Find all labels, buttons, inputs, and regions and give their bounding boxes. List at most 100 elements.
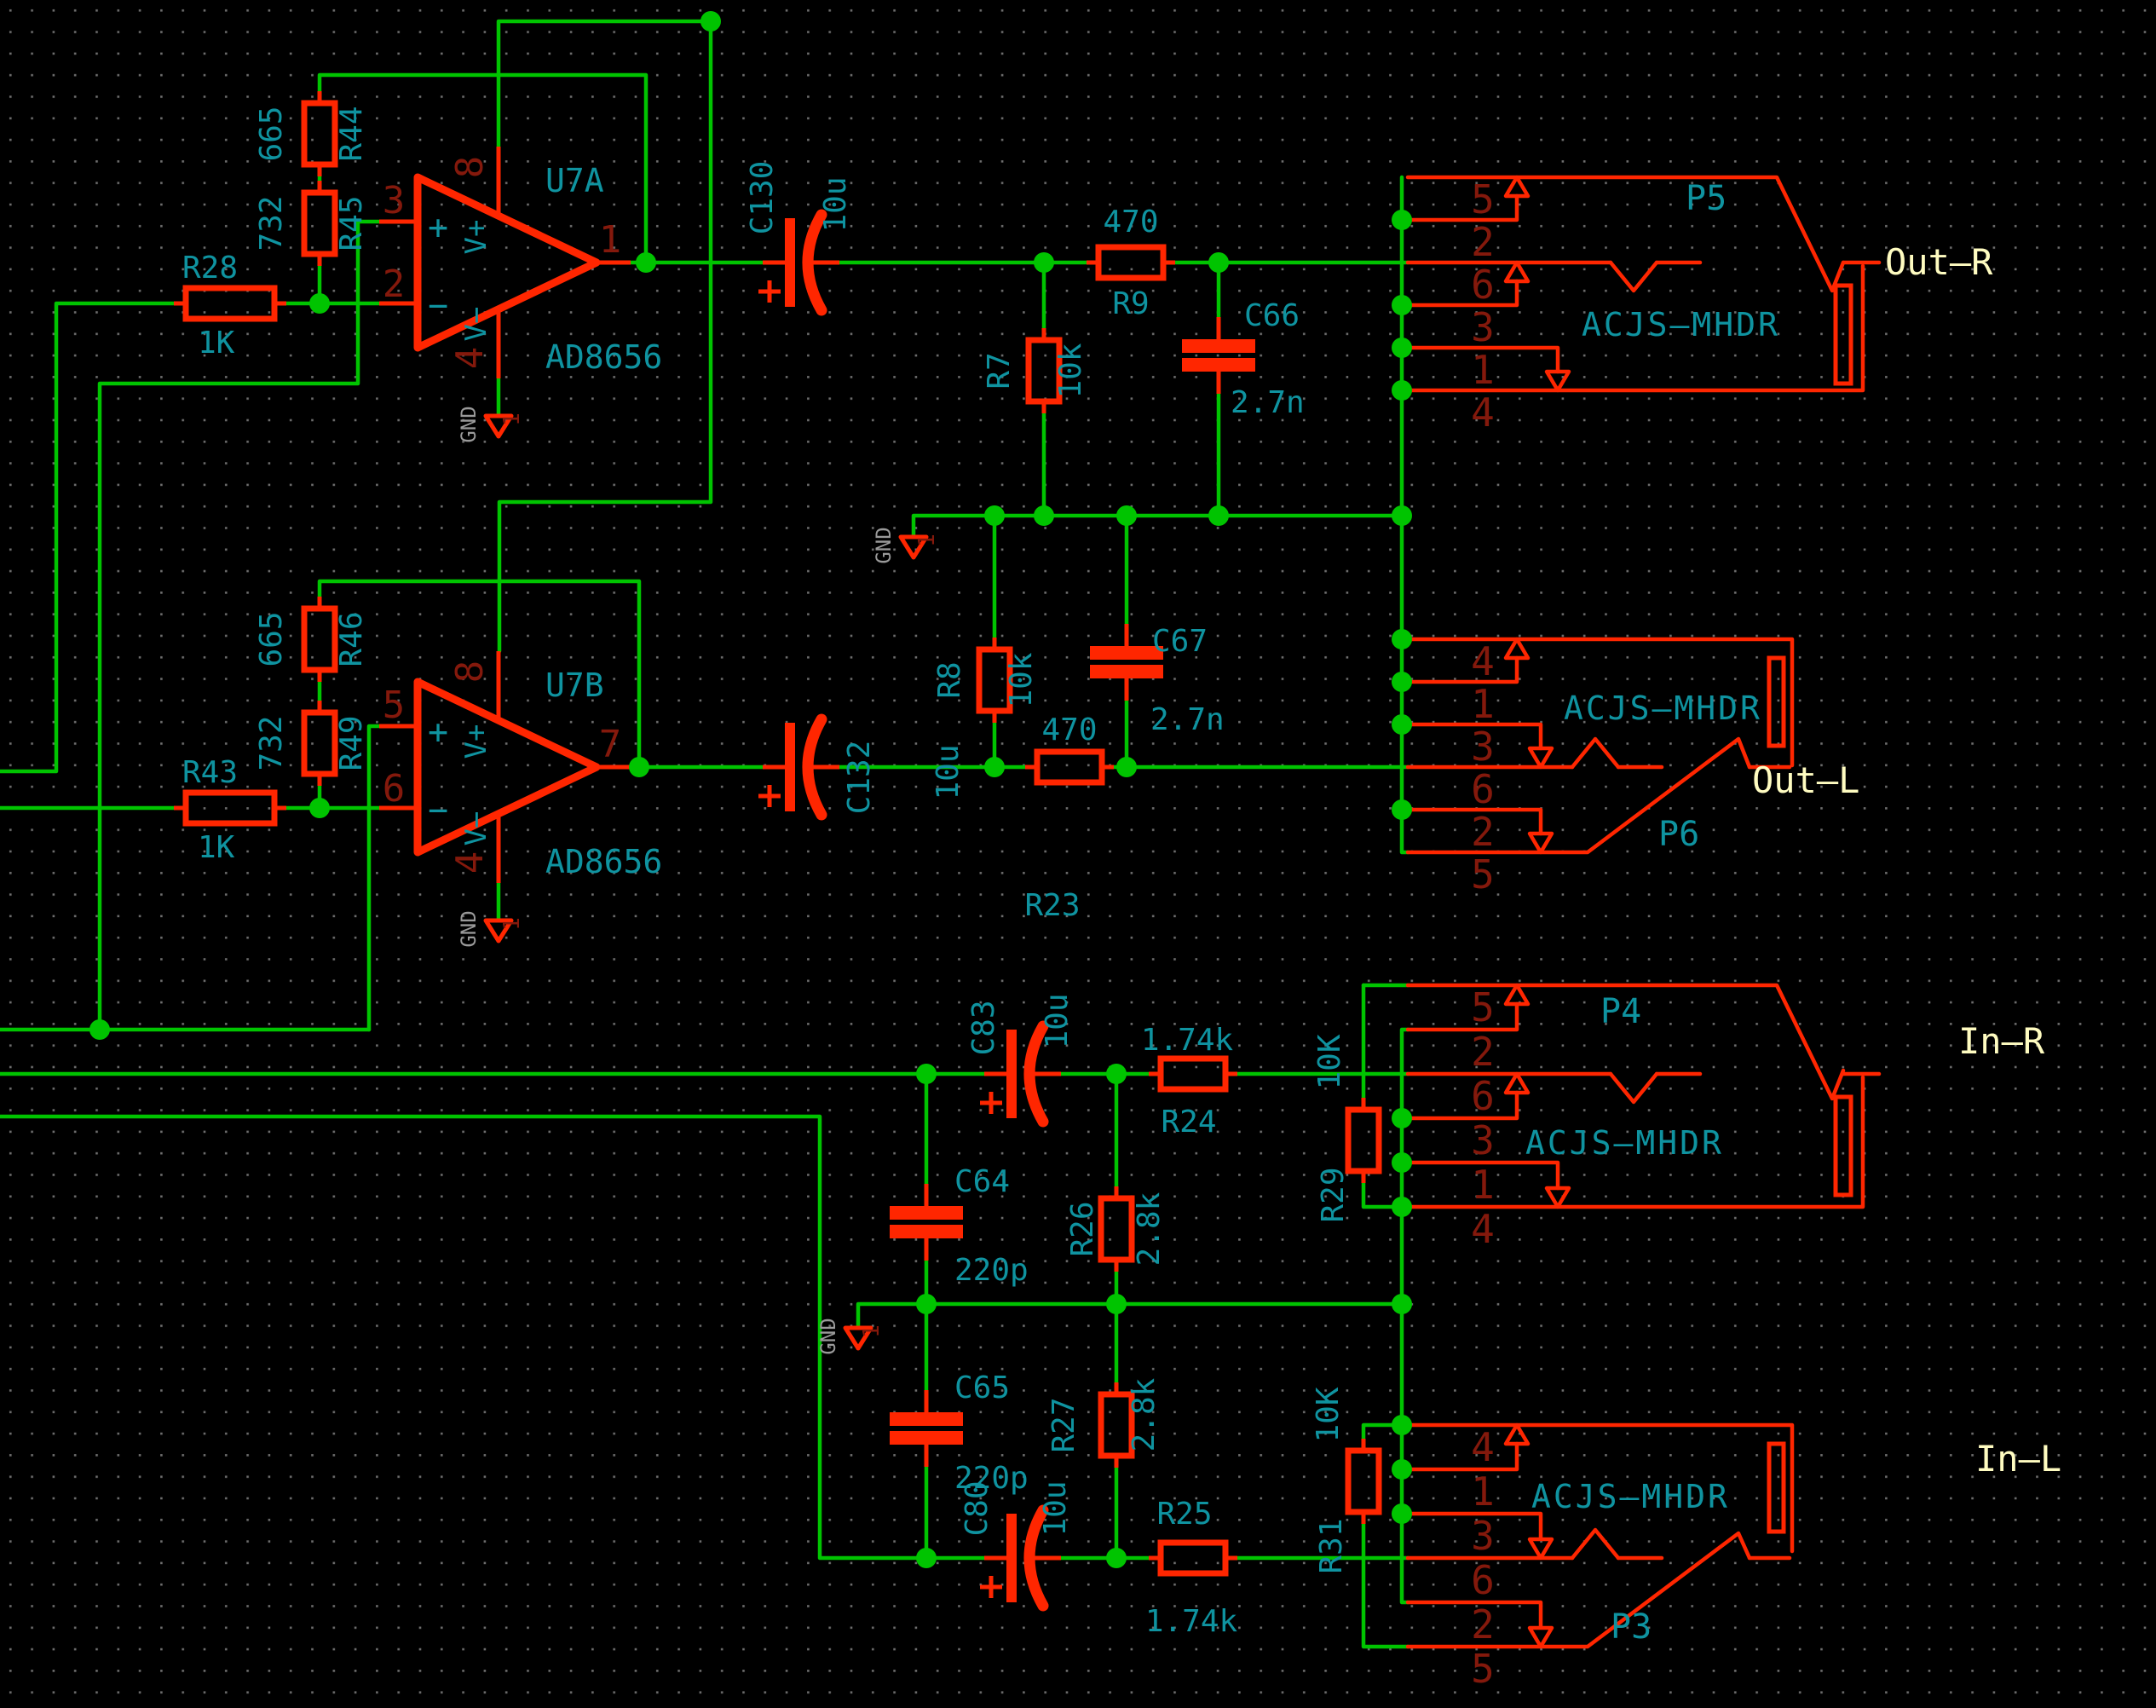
connector-wire[interactable] — [1405, 1531, 1752, 1649]
schematic-text-P3[interactable]: P3 — [1611, 1607, 1652, 1647]
pin-number-4[interactable]: 4 — [448, 851, 492, 874]
schematic-text-C67[interactable]: C67 — [1152, 624, 1208, 659]
schematic-text-2.8k[interactable]: 2.8k — [1132, 1192, 1167, 1266]
schematic-text-R23[interactable]: R23 — [1024, 888, 1080, 923]
schematic-text-665[interactable]: 665 — [254, 611, 289, 666]
pin-number-2[interactable]: 2 — [1471, 1029, 1495, 1075]
schematic-text-10K[interactable]: 10K — [1312, 1034, 1347, 1089]
resistor-R43[interactable] — [174, 789, 286, 827]
schematic-text-C132[interactable]: C132 — [842, 741, 877, 815]
pin-number-4[interactable]: 4 — [448, 347, 492, 370]
schematic-text-470[interactable]: 470 — [1103, 205, 1158, 239]
connector-wire[interactable] — [1405, 193, 1519, 222]
schematic-text-P4[interactable]: P4 — [1600, 992, 1641, 1031]
schematic-text-10u[interactable]: 10u — [931, 744, 966, 799]
schematic-text-R26[interactable]: R26 — [1065, 1201, 1100, 1256]
connector-P4[interactable] — [1405, 983, 1882, 1209]
schematic-text-AD8656[interactable]: AD8656 — [545, 843, 662, 880]
connector-wire[interactable] — [1570, 736, 1621, 770]
resistor-R8[interactable] — [976, 638, 1013, 723]
schematic-text-R7[interactable]: R7 — [982, 352, 1017, 389]
pin-number-3[interactable]: 3 — [1471, 304, 1495, 350]
connector-wire[interactable] — [1405, 722, 1543, 751]
connector-wire[interactable] — [1405, 983, 1846, 1101]
connector-wire[interactable] — [1405, 637, 1795, 768]
connector-wire[interactable] — [1405, 736, 1752, 855]
wire[interactable] — [317, 579, 642, 770]
resistor-R7[interactable] — [1025, 328, 1063, 413]
schematic-text-R44[interactable]: R44 — [334, 106, 369, 161]
schematic-text-R45[interactable]: R45 — [334, 195, 369, 251]
schematic-text-10K[interactable]: 10K — [1311, 1387, 1346, 1442]
schematic-text-C65[interactable]: C65 — [954, 1370, 1010, 1405]
wire[interactable] — [0, 1114, 987, 1561]
connector-wire[interactable] — [1405, 1422, 1795, 1554]
wire[interactable] — [1399, 1301, 1410, 1605]
schematic-text-665[interactable]: 665 — [254, 106, 289, 161]
schematic-text-R43[interactable]: R43 — [182, 755, 238, 790]
resistor-R28[interactable] — [174, 285, 286, 322]
wire[interactable] — [1361, 1180, 1404, 1209]
pin-number-1[interactable]: 1 — [599, 218, 622, 262]
polarized-capacitor-C130[interactable] — [758, 209, 839, 316]
schematic-text-R9[interactable]: R9 — [1112, 286, 1149, 321]
connector-P6[interactable] — [1405, 637, 1795, 855]
schematic-text-C130[interactable]: C130 — [745, 161, 780, 235]
schematic-text-P6[interactable]: P6 — [1658, 815, 1699, 854]
wire[interactable] — [856, 1301, 1404, 1330]
pin-number-4[interactable]: 4 — [1471, 1206, 1495, 1252]
connector-P5[interactable] — [1405, 175, 1882, 393]
schematic-text-−[interactable]: − — [428, 286, 448, 326]
resistor-R27[interactable] — [1098, 1382, 1135, 1468]
opamp-U7B[interactable] — [379, 651, 631, 883]
wire[interactable] — [0, 301, 176, 774]
net-label-Out–R[interactable]: Out–R — [1885, 241, 1993, 283]
schematic-text-1K[interactable]: 1K — [198, 326, 235, 361]
wire[interactable] — [366, 724, 382, 1032]
schematic-text-AD8656[interactable]: AD8656 — [545, 338, 662, 376]
pin-number-1[interactable]: 1 — [1471, 347, 1495, 393]
wire[interactable] — [1399, 513, 1410, 855]
schematic-text-ACJS–MHDR[interactable]: ACJS–MHDR — [1582, 306, 1780, 343]
schematic-text-R25[interactable]: R25 — [1156, 1497, 1212, 1532]
schematic-text-2.7n[interactable]: 2.7n — [1150, 702, 1225, 737]
schematic-text-732[interactable]: 732 — [254, 195, 289, 251]
pin-number-7[interactable]: 7 — [599, 723, 622, 766]
capacitor-C66[interactable] — [1182, 317, 1255, 394]
schematic-text-R8[interactable]: R8 — [932, 661, 967, 698]
schematic-text-2.7n[interactable]: 2.7n — [1231, 385, 1305, 420]
schematic-text-10u[interactable]: 10u — [818, 176, 853, 232]
schematic-text-ACJS–MHDR[interactable]: ACJS–MHDR — [1564, 690, 1762, 727]
connector-wire[interactable] — [1405, 1001, 1519, 1032]
pin-number-3[interactable]: 3 — [1471, 1117, 1495, 1163]
schematic-text-P5[interactable]: P5 — [1686, 179, 1727, 218]
connector-wire[interactable] — [1570, 1527, 1621, 1561]
schematic-text-C80[interactable]: C80 — [960, 1480, 994, 1536]
net-label-Out–L[interactable]: Out–L — [1752, 759, 1859, 801]
pin-number-5[interactable]: 5 — [1471, 1646, 1495, 1692]
pin-number-3[interactable]: 3 — [1471, 724, 1495, 770]
pin-number-5[interactable]: 5 — [1471, 851, 1495, 897]
pin-number-4[interactable]: 4 — [1471, 638, 1495, 684]
schematic-text-R24[interactable]: R24 — [1161, 1105, 1216, 1140]
schematic-text-−[interactable]: − — [428, 791, 448, 830]
connector-wire[interactable] — [1405, 1511, 1543, 1540]
schematic-text-V−[interactable]: V− — [459, 811, 493, 846]
connector-wire[interactable] — [1405, 1090, 1519, 1121]
schematic-text-10k[interactable]: 10k — [1004, 652, 1039, 707]
pin-number-1[interactable]: 1 — [1471, 681, 1495, 727]
pin-number-5[interactable]: 5 — [1471, 984, 1495, 1030]
pin-number-5[interactable]: 5 — [1471, 176, 1495, 222]
opamp-U7A[interactable] — [379, 147, 631, 378]
wire[interactable] — [317, 72, 649, 265]
resistor-R26[interactable] — [1098, 1186, 1135, 1272]
schematic-text-R29[interactable]: R29 — [1316, 1167, 1351, 1222]
schematic-text-C64[interactable]: C64 — [954, 1164, 1010, 1199]
pin-number-6[interactable]: 6 — [1471, 766, 1495, 812]
resistor-R45[interactable] — [301, 181, 338, 266]
resistor-R9[interactable] — [1087, 244, 1175, 281]
schematic-text-C83[interactable]: C83 — [966, 1000, 1001, 1055]
